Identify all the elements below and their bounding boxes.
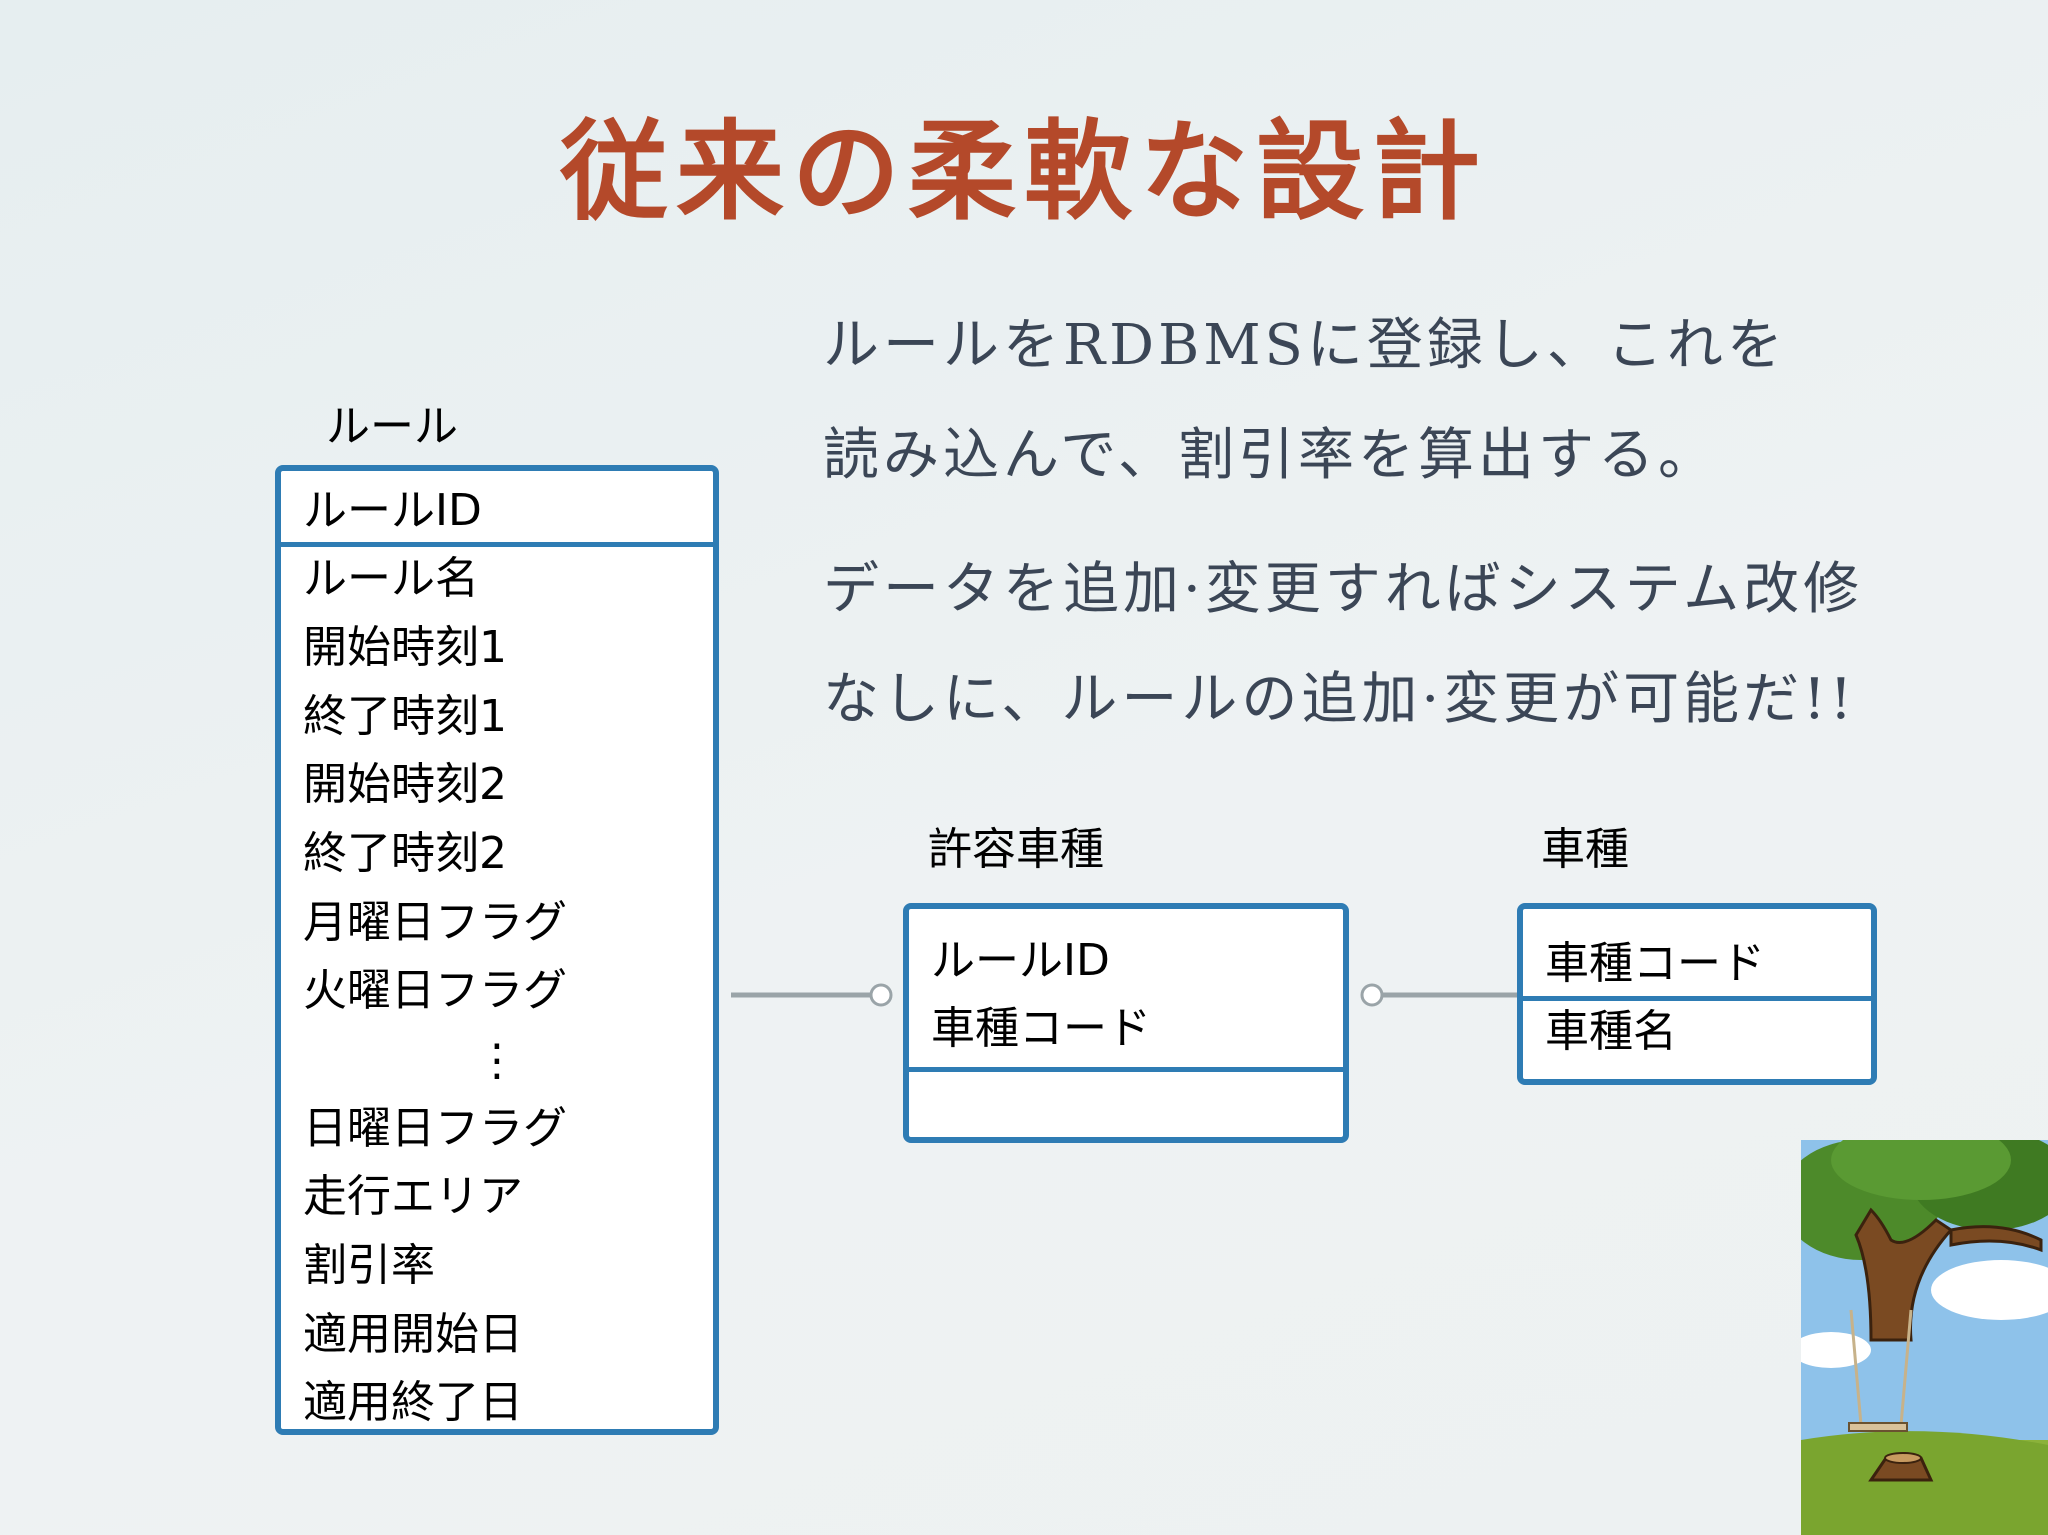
allowed-vehicle-key-field: 車種コード [931,1003,1151,1054]
rule-entity-label: ルール [326,401,458,452]
connector-endpoint-circle [869,983,893,1007]
rule-key-field: ルールID [303,485,482,536]
rule-key-separator [281,542,713,547]
vehicle-attribute: 車種名 [1545,1006,1677,1057]
rule-ellipsis: ⋮ [475,1035,519,1086]
rule-attribute: 開始時刻2 [303,759,507,810]
rule-attribute: 終了時刻1 [303,691,507,742]
connector-endpoint-circle [1360,983,1384,1007]
vehicle-entity: 車種コード 車種名 [1517,903,1877,1085]
allowed-vehicle-entity: ルールID 車種コード [903,903,1349,1143]
allowed-vehicle-key-field: ルールID [931,935,1110,986]
vehicle-key-separator [1523,996,1871,1001]
description-line-4: なしに、ルールの追加·変更が可能だ!! [823,667,1857,732]
rule-attribute: 割引率 [303,1240,435,1291]
rule-attribute: 適用開始日 [303,1309,523,1360]
rule-attribute: 走行エリア [303,1171,523,1222]
description-line-1: ルールをRDBMSに登録し、これを [823,313,1787,378]
rule-entity: ルールID ルール名 開始時刻1 終了時刻1 開始時刻2 終了時刻2 月曜日フラ… [275,465,719,1435]
allowed-vehicle-key-separator [909,1067,1343,1072]
vehicle-entity-label: 車種 [1541,824,1629,875]
description-line-2: 読み込んで、割引率を算出する。 [823,423,1718,488]
vehicle-key-field: 車種コード [1545,938,1765,989]
allowed-vehicle-entity-label: 許容車種 [928,824,1104,875]
description-line-3: データを追加·変更すればシステム改修 [823,557,1864,622]
rule-attribute: 開始時刻1 [303,622,507,673]
slide-title: 従来の柔軟な設計 [559,109,1488,235]
rule-attribute: ルール名 [303,553,479,604]
rule-attribute: 終了時刻2 [303,828,507,879]
rule-attribute: 日曜日フラグ [303,1103,567,1154]
swing-tree-illustration-icon [1801,1140,2048,1535]
rule-attribute: 火曜日フラグ [303,965,567,1016]
rule-attribute: 月曜日フラグ [303,897,567,948]
rule-attribute: 適用終了日 [303,1377,523,1428]
